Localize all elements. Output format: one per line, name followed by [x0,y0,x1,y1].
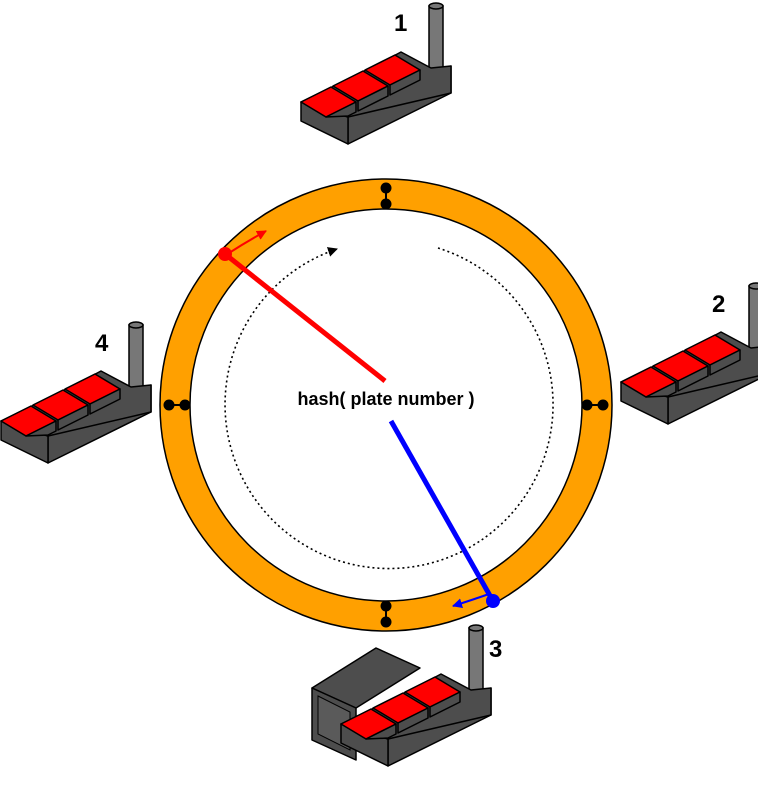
factory-3-label: 3 [489,636,502,663]
divider-right [581,399,609,411]
divider-top [380,182,392,210]
ring-dividers [163,182,609,628]
factory-2-label: 2 [712,291,725,318]
center-hash-label: hash( plate number ) [297,389,474,409]
factory-3 [311,624,492,767]
divider-bottom [380,600,392,628]
factory-1 [300,2,452,145]
red-hash-pointer [218,230,387,383]
divider-left [163,399,191,411]
factory-4 [0,321,152,464]
blue-hash-pointer [388,419,500,609]
factory-1-label: 1 [394,10,407,37]
factory-2 [620,282,758,425]
factory-4-label: 4 [95,330,109,357]
